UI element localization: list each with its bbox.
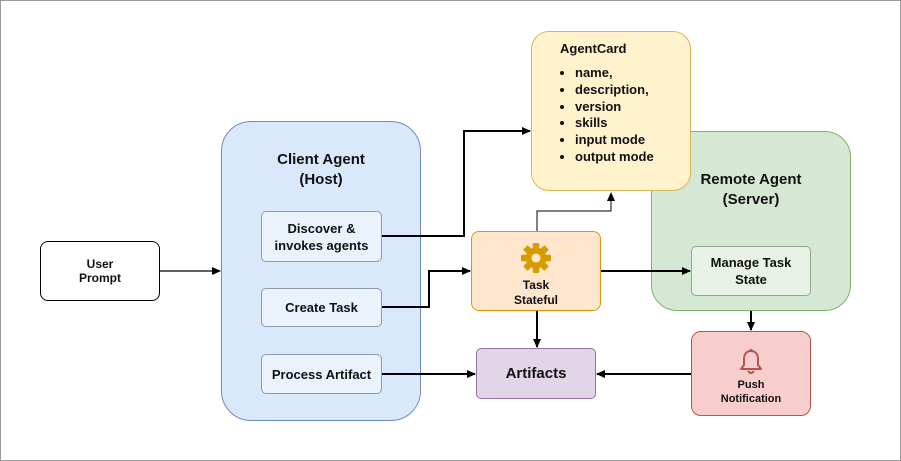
agent-card-list: name, description, version skills input … [560, 65, 690, 166]
discover-agents-label: Discover & invokes agents [274, 220, 369, 253]
discover-agents-box: Discover & invokes agents [261, 211, 382, 262]
arrow-createtask-to-task [382, 267, 471, 308]
artifacts-box: Artifacts [476, 348, 596, 399]
create-task-box: Create Task [261, 288, 382, 327]
gear-icon [521, 243, 551, 273]
arrow-task-to-agentcard [536, 192, 615, 231]
create-task-label: Create Task [285, 300, 358, 315]
remote-agent-label: Remote Agent (Server) [700, 171, 802, 208]
task-stateful-label: Task Stateful [513, 278, 558, 307]
client-agent-label: Client Agent (Host) [277, 151, 365, 188]
agent-card-item-name: name, [575, 65, 690, 82]
process-artifact-label: Process Artifact [271, 366, 372, 382]
bell-icon [740, 348, 762, 374]
task-stateful-box: Task Stateful [471, 231, 601, 311]
manage-task-state-box: Manage Task State [691, 246, 811, 296]
agent-card-item-description: description, [575, 82, 690, 99]
agent-card-title: AgentCard [560, 41, 627, 56]
arrow-discover-to-agentcard [382, 127, 531, 237]
process-artifact-box: Process Artifact [261, 354, 382, 394]
agent-card-item-output-mode: output mode [575, 149, 690, 166]
push-notification-box: Push Notification [691, 331, 811, 416]
push-notification-label: Push Notification [720, 378, 782, 405]
manage-task-state-label: Manage Task State [710, 255, 792, 287]
artifacts-label: Artifacts [505, 365, 567, 382]
agent-card-item-version: version [575, 99, 690, 116]
agent-card-item-skills: skills [575, 115, 690, 132]
agent-card: AgentCard name, description, version ski… [531, 31, 691, 191]
user-prompt-box: User Prompt [40, 241, 160, 301]
user-prompt-label: User Prompt [79, 257, 121, 285]
agent-card-item-input-mode: input mode [575, 132, 690, 149]
